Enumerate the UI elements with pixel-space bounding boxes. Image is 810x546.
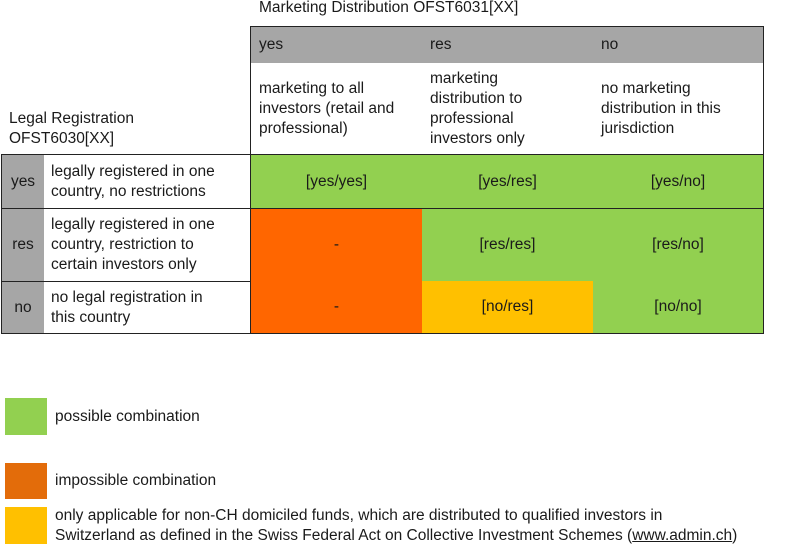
cell-yes-yes: [yes/yes]: [251, 155, 422, 208]
marketing-distribution-title: Marketing Distribution OFST6031[XX]: [259, 0, 519, 16]
column-description-area: [250, 63, 764, 154]
row-description-yes: legally registered in one country, no re…: [51, 162, 215, 200]
row-code-yes: yes: [2, 155, 44, 208]
cell-no-res: [no/res]: [422, 281, 593, 333]
column-divider: [250, 154, 251, 334]
row-description-no: no legal registration in this country: [51, 288, 203, 326]
cell-no-no: [no/no]: [593, 281, 763, 333]
cell-res-no: [res/no]: [593, 209, 763, 281]
row-code-no: no: [2, 282, 44, 333]
legend-swatch-possible: [5, 398, 47, 435]
legend-swatch-impossible: [5, 463, 47, 499]
column-description-res: marketing distribution to professional i…: [430, 69, 525, 147]
column-code-no: no: [601, 35, 619, 53]
legend-swatch-non-ch: [5, 507, 47, 544]
legend-label-impossible: impossible combination: [55, 472, 217, 489]
row-description-res: legally registered in one country, restr…: [51, 216, 215, 273]
legend-label-non-ch: only applicable for non-CH domiciled fun…: [55, 506, 810, 546]
cell-res-res: [res/res]: [422, 209, 593, 281]
row-divider: [1, 281, 251, 282]
legal-registration-title: Legal Registration OFST6030[XX]: [9, 110, 134, 147]
row-divider: [1, 208, 764, 209]
row-code-res: res: [2, 209, 44, 281]
column-code-yes: yes: [259, 35, 284, 53]
legend-label-non-ch-line1: only applicable for non-CH domiciled fun…: [55, 507, 663, 524]
legend-label-non-ch-line2-text: Switzerland as defined in the Swiss Fede…: [55, 527, 633, 544]
legend-label-non-ch-closing: ): [732, 527, 738, 544]
legend-label-possible: possible combination: [55, 407, 200, 425]
column-description-no: no marketing distribution in this jurisd…: [601, 79, 721, 137]
legend-label-non-ch-line2: Switzerland as defined in the Swiss Fede…: [55, 526, 810, 546]
column-description-yes: marketing to all investors (retail and p…: [259, 79, 395, 137]
column-header-bar: [250, 26, 764, 63]
cell-yes-no: [yes/no]: [593, 155, 763, 208]
column-code-res: res: [430, 35, 452, 53]
matrix-frame: [1, 154, 764, 334]
cell-yes-res: [yes/res]: [422, 155, 593, 208]
admin-ch-link[interactable]: www.admin.ch: [632, 527, 733, 544]
cell-no-yes: -: [251, 281, 422, 333]
cell-res-yes: -: [251, 209, 422, 281]
